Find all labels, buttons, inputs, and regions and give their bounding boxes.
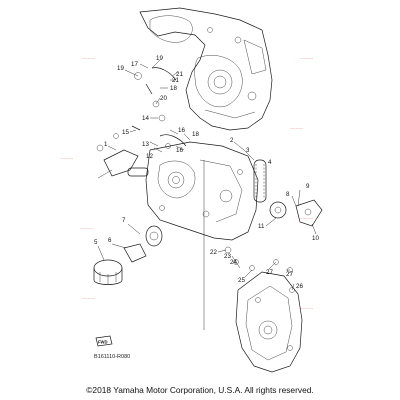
svg-text:~~~~~: ~~~~~: [82, 56, 96, 61]
callout-26: 26: [296, 283, 303, 290]
callout-13: 13: [142, 141, 149, 148]
callout-10: 10: [312, 235, 319, 242]
svg-text:~~~~~: ~~~~~: [82, 296, 96, 301]
fwd-indicator: FWD: [95, 335, 113, 347]
callout-8: 8: [286, 191, 290, 198]
breather-pipes: [131, 67, 187, 149]
callout-21-b: 21: [172, 77, 179, 84]
callout-labels: 19 17 19 21 18 20 21 14 16 15 13 12 16 1…: [94, 55, 319, 290]
leader-lines: [97, 59, 317, 330]
callout-12: 12: [146, 153, 153, 160]
diagram-code: B161110-R080: [94, 354, 131, 360]
svg-text:~~~~~: ~~~~~: [60, 156, 74, 161]
callout-16: 16: [178, 127, 185, 134]
callout-5: 5: [94, 239, 98, 246]
callout-25: 25: [238, 277, 245, 284]
watermark-group: ~~~~~ ~~~~~ ~~~~~ ~~~~~ ~~~~~ ~~~~~ ~~~~…: [60, 56, 314, 311]
callout-20: 20: [160, 95, 167, 102]
callout-17: 17: [131, 61, 138, 68]
callout-16-b: 16: [176, 147, 183, 154]
callout-7: 7: [122, 217, 126, 224]
svg-text:~~~~~: ~~~~~: [300, 306, 314, 311]
callout-9: 9: [306, 183, 310, 190]
callout-3: 3: [246, 147, 250, 154]
shaft-assembly: [96, 133, 149, 179]
callout-19: 19: [117, 65, 124, 72]
callout-4: 4: [268, 159, 272, 166]
svg-text:~~~~~: ~~~~~: [80, 226, 94, 231]
callout-27: 27: [266, 269, 273, 276]
callout-22: 22: [210, 249, 217, 256]
svg-text:~~~~~: ~~~~~: [300, 56, 314, 61]
oil-filter: [93, 225, 163, 285]
callout-24: 24: [230, 259, 237, 266]
callout-23: 23: [224, 253, 231, 260]
fwd-label: FWD: [98, 340, 108, 345]
callout-2: 2: [230, 137, 234, 144]
copyright-notice: ©2018 Yamaha Motor Corporation, U.S.A. A…: [86, 385, 314, 395]
callout-15: 15: [122, 129, 129, 136]
svg-text:~~~~~: ~~~~~: [290, 126, 304, 131]
callout-1: 1: [104, 141, 108, 148]
callout-21: 21: [176, 71, 183, 78]
lower-crankcase: [145, 141, 259, 241]
callout-6: 6: [108, 237, 112, 244]
callout-18: 18: [170, 85, 177, 92]
callout-18-b: 18: [192, 131, 199, 138]
cover-bolts: [224, 246, 295, 293]
oil-pump-chain: [253, 159, 323, 227]
callout-11: 11: [258, 223, 265, 230]
callout-14: 14: [142, 115, 149, 122]
svg-text:~~~~~: ~~~~~: [300, 216, 314, 221]
callout-27-b: 27: [286, 271, 293, 278]
right-crankcase-cover: [235, 271, 303, 373]
upper-crankcase: [139, 7, 273, 131]
callout-19-b: 19: [156, 55, 163, 62]
